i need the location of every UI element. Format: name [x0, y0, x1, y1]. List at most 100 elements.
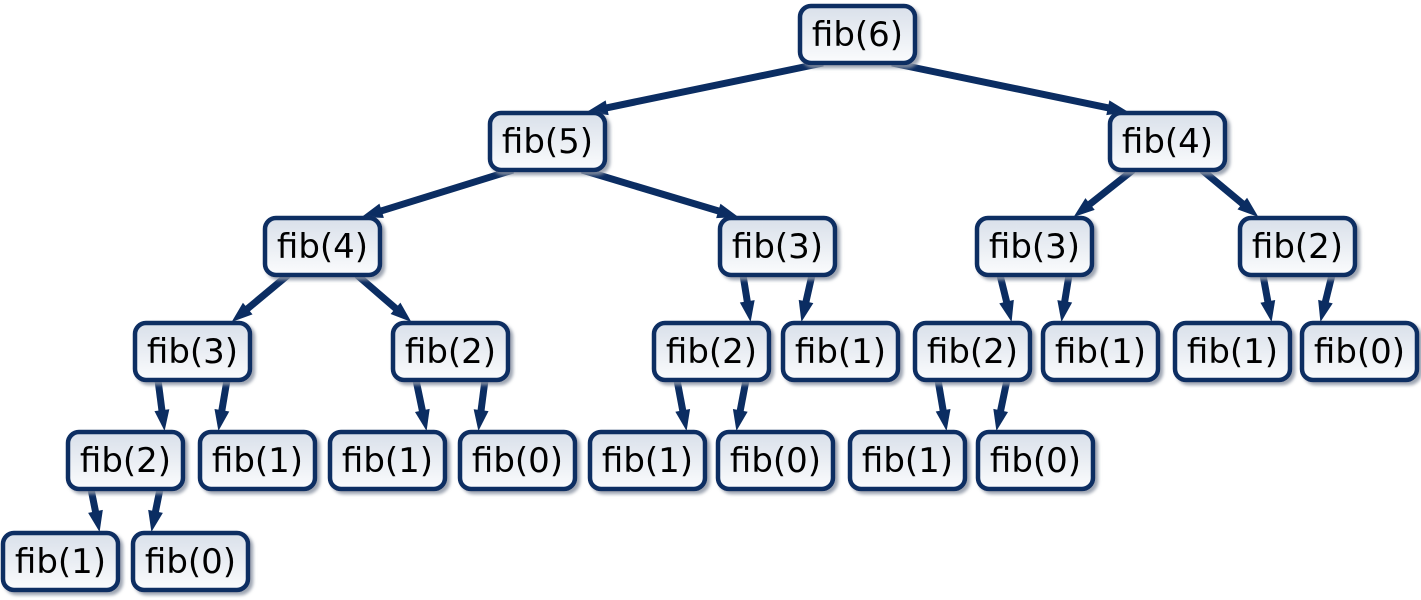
tree-node-box: [487, 110, 608, 173]
tree-node[interactable]: fib(1): [780, 320, 901, 383]
tree-edge-arrowhead: [361, 203, 384, 218]
tree-edge: [154, 379, 166, 413]
tree-node[interactable]: fib(0): [715, 429, 836, 492]
tree-edge-arrowhead: [1260, 299, 1276, 322]
tree-node[interactable]: fib(1): [847, 429, 968, 492]
tree-edge-arrowhead: [231, 302, 253, 322]
tree-node[interactable]: fib(1): [1040, 320, 1161, 383]
tree-edge-arrowhead: [798, 299, 814, 322]
tree-node-label: fib(0): [730, 441, 821, 481]
tree-node-label: fib(0): [1314, 332, 1405, 372]
tree-node-label: fib(0): [145, 542, 236, 582]
tree-node[interactable]: fib(3): [132, 320, 253, 383]
tree-node-label: fib(3): [147, 332, 238, 372]
tree-edge: [354, 272, 400, 313]
tree-node[interactable]: fib(4): [1107, 110, 1228, 173]
tree-node[interactable]: fib(1): [327, 429, 448, 492]
tree-edge: [87, 488, 100, 515]
tree-node-box: [1299, 320, 1420, 383]
tree-node-box: [262, 215, 383, 278]
tree-node-label: fib(3): [732, 227, 823, 267]
tree-node[interactable]: fib(0): [457, 429, 578, 492]
tree-edge-arrowhead: [414, 408, 430, 431]
tree-node-label: fib(1): [602, 441, 693, 481]
tree-node-box: [1107, 110, 1228, 173]
tree-node-box: [132, 320, 253, 383]
tree-node-box: [197, 429, 318, 492]
tree-node-box: [797, 3, 918, 66]
tree-node[interactable]: fib(2): [651, 320, 772, 383]
tree-node[interactable]: fib(0): [975, 429, 1096, 492]
tree-node-box: [975, 429, 1096, 492]
tree-node-label: fib(5): [502, 122, 593, 162]
tree-node-label: fib(4): [1122, 122, 1213, 162]
tree-node-label: fib(1): [1055, 332, 1146, 372]
tree-node[interactable]: fib(0): [130, 530, 251, 593]
tree-edge-arrowhead: [935, 409, 951, 431]
tree-node-box: [390, 320, 511, 383]
tree-edge-arrowhead: [675, 408, 691, 431]
tree-node[interactable]: fib(1): [1172, 320, 1293, 383]
tree-node-label: fib(2): [80, 441, 171, 481]
tree-node-box: [651, 320, 772, 383]
tree-node[interactable]: fib(6): [797, 3, 918, 66]
tree-node-box: [780, 320, 901, 383]
tree-node-box: [1172, 320, 1293, 383]
tree-node[interactable]: fib(1): [587, 429, 708, 492]
tree-edge: [802, 274, 816, 305]
tree-node-label: fib(2): [1252, 227, 1343, 267]
tree-edge-arrowhead: [154, 409, 170, 431]
tree-edge-arrowhead: [1318, 299, 1333, 322]
tree-node[interactable]: fib(0): [1299, 320, 1420, 383]
tree-node-label: fib(2): [666, 332, 757, 372]
tree-edge: [604, 59, 824, 112]
tree-edge: [891, 59, 1111, 112]
tree-node-label: fib(0): [472, 441, 563, 481]
tree-edge-arrowhead: [390, 302, 412, 322]
tree-edge: [218, 379, 231, 413]
tree-edge: [580, 166, 722, 215]
tree-node[interactable]: fib(2): [65, 429, 186, 492]
tree-edge-arrowhead: [716, 203, 739, 219]
tree-node-box: [717, 215, 838, 278]
tree-node[interactable]: fib(3): [717, 215, 838, 278]
tree-edge: [996, 274, 1011, 305]
tree-edge: [412, 379, 427, 414]
tree-node[interactable]: fib(4): [262, 215, 383, 278]
tree-edge: [739, 274, 752, 304]
tree-node[interactable]: fib(2): [1237, 215, 1358, 278]
tree-node[interactable]: fib(5): [487, 110, 608, 173]
tree-node-label: fib(1): [795, 332, 886, 372]
tree-node-box: [0, 530, 121, 593]
tree-node-label: fib(1): [862, 441, 953, 481]
tree-node-box: [1237, 215, 1358, 278]
tree-node-box: [65, 429, 186, 492]
tree-node[interactable]: fib(1): [0, 530, 121, 593]
tree-node-box: [1040, 320, 1161, 383]
tree-edge: [736, 379, 750, 413]
tree-edge-arrowhead: [473, 409, 489, 431]
tree-edge: [1086, 167, 1136, 208]
tree-node[interactable]: fib(1): [197, 429, 318, 492]
tree-node-box: [457, 429, 578, 492]
tree-edge: [151, 488, 164, 515]
tree-edge: [477, 379, 489, 413]
tree-node-label: fib(0): [990, 441, 1081, 481]
tree-node[interactable]: fib(3): [974, 215, 1095, 278]
tree-node[interactable]: fib(2): [390, 320, 511, 383]
tree-edge: [1060, 274, 1073, 304]
nodes-layer: fib(6) fib(5) fib(4) fib(4) fib(3) fib(3) fib(…: [0, 3, 1420, 593]
tree-edge-arrowhead: [739, 300, 755, 322]
tree-node-label: fib(1): [212, 441, 303, 481]
tree-edge: [1199, 167, 1247, 208]
tree-node[interactable]: fib(2): [912, 320, 1033, 383]
tree-edge: [1321, 274, 1336, 305]
tree-node-label: fib(3): [989, 227, 1080, 267]
tree-node-label: fib(4): [277, 227, 368, 267]
tree-node-box: [587, 429, 708, 492]
tree-edge-arrowhead: [993, 408, 1009, 431]
tree-edge: [673, 379, 687, 413]
tree-edge-arrowhead: [999, 299, 1014, 322]
tree-edge-arrowhead: [88, 509, 103, 532]
